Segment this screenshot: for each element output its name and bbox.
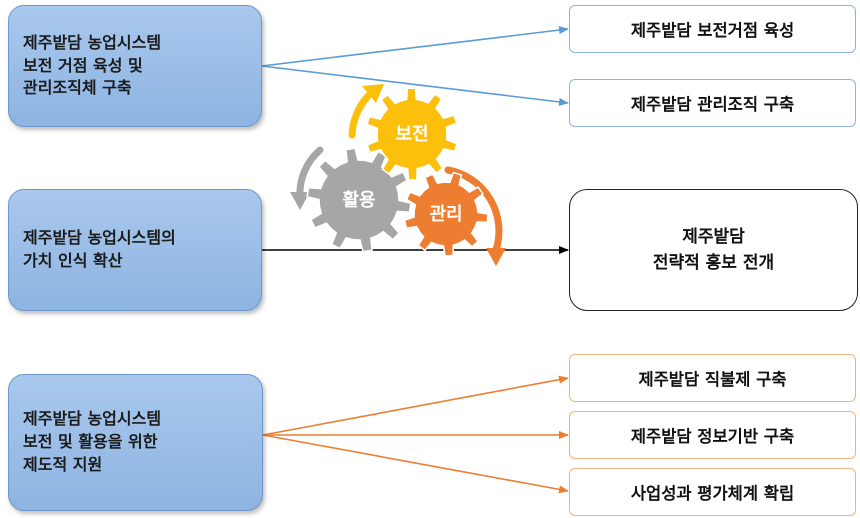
right-box-bottom-2-text: 제주밭담 정보기반 구축 (630, 427, 795, 446)
connector-bottom-3 (262, 434, 569, 494)
right-box-top-1-text: 제주밭담 보전거점 육성 (630, 21, 795, 40)
gear-manage-label: 관리 (429, 204, 462, 225)
connector-top-1 (261, 26, 569, 67)
orange-cycle-arrow (444, 166, 503, 254)
yellow-arrowhead (362, 84, 384, 103)
left-box-value-awareness: 제주밭담 농업시스템의 가치 인식 확산 (8, 189, 262, 311)
right-box-direct-payment: 제주밭담 직불제 구축 (569, 354, 856, 402)
gear-preserve-label: 보전 (395, 124, 428, 145)
yellow-cycle-arrow (348, 88, 376, 139)
gear-preserve-icon (366, 87, 458, 181)
center-box-strategic-pr: 제주밭담 전략적 홍보 전개 (569, 189, 858, 311)
gear-manage-icon (403, 171, 489, 257)
left-box-institutional-support: 제주밭담 농업시스템 보전 및 활용을 위한 제도적 지원 (8, 374, 263, 511)
left-box-1-text: 제주밭담 농업시스템 보전 거점 육성 및 관리조직체 구축 (23, 32, 162, 98)
right-box-top-2-text: 제주밭담 관리조직 구축 (630, 95, 795, 114)
left-box-preservation-hub: 제주밭담 농업시스템 보전 거점 육성 및 관리조직체 구축 (8, 5, 262, 127)
center-box-line2: 전략적 홍보 전개 (652, 253, 775, 273)
gear-use-label: 활용 (342, 190, 375, 211)
connector-top-2 (261, 65, 569, 106)
right-box-info-base: 제주밭담 정보기반 구축 (569, 411, 856, 459)
right-box-evaluation-system: 사업성과 평가체계 확립 (569, 468, 856, 516)
gray-arrowhead (290, 192, 310, 210)
gears-cluster: 보전 활용 관리 (290, 84, 506, 266)
center-box-line1: 제주밭담 (682, 226, 745, 247)
right-box-preservation-hub: 제주밭담 보전거점 육성 (569, 5, 856, 53)
right-box-bottom-3-text: 사업성과 평가체계 확립 (630, 484, 795, 503)
gear-use-icon (306, 147, 412, 253)
right-box-bottom-1-text: 제주밭담 직불제 구축 (638, 370, 787, 389)
orange-arrowhead (486, 248, 506, 266)
right-box-management-org: 제주밭담 관리조직 구축 (569, 79, 856, 127)
left-box-3-text: 제주밭담 농업시스템 보전 및 활용을 위한 제도적 지원 (23, 409, 162, 474)
left-box-2-text: 제주밭담 농업시스템의 가치 인식 확산 (23, 228, 176, 270)
connector-bottom-1 (262, 375, 569, 436)
